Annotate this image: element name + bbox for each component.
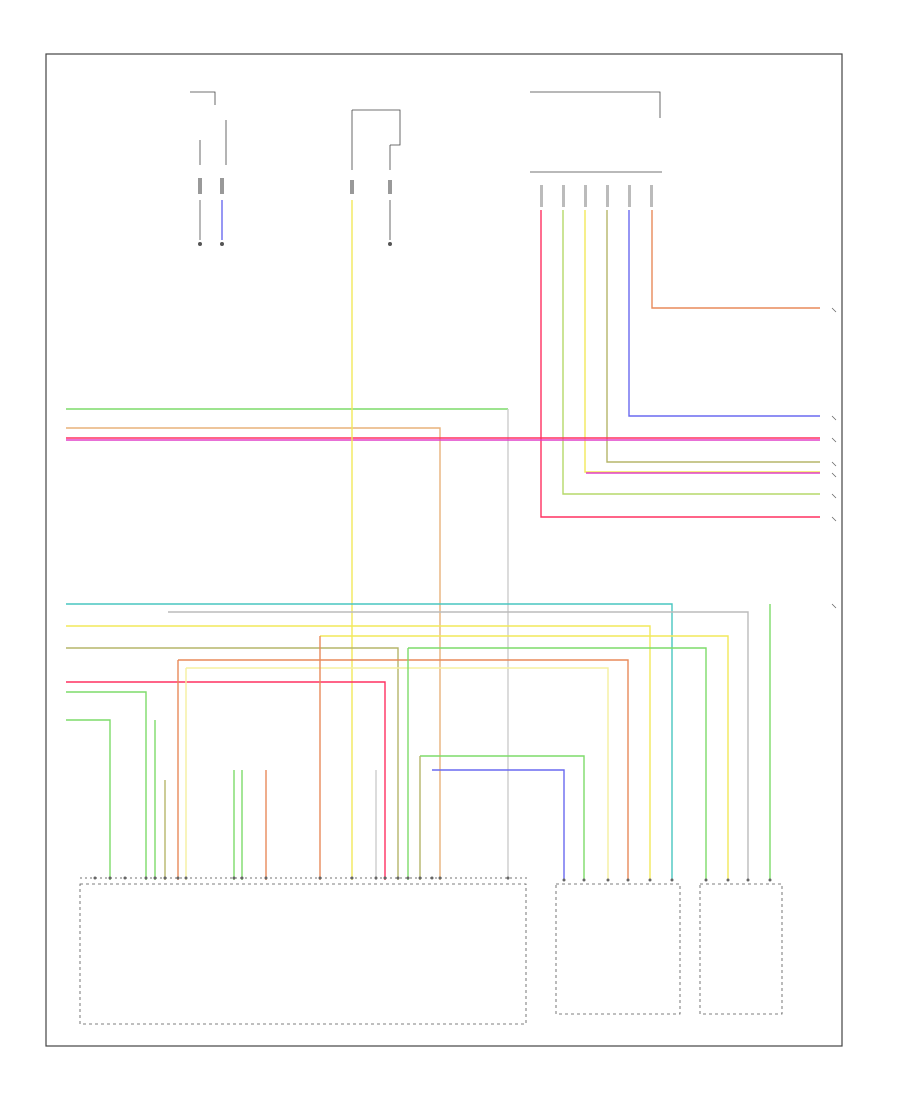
wire-green2-low bbox=[408, 647, 707, 880]
wire-top-right-2 bbox=[628, 210, 820, 417]
left-module-drops bbox=[154, 636, 421, 880]
wire-green3-low bbox=[66, 691, 147, 880]
top-left-connector bbox=[190, 91, 227, 246]
wire-yellow2-low bbox=[320, 635, 729, 880]
bottom-middle-module bbox=[555, 878, 681, 1015]
wire-cyan-low bbox=[66, 603, 673, 880]
wire-lightyellow-low bbox=[186, 667, 609, 880]
wire-top-right-5 bbox=[562, 210, 820, 495]
wire-blue-low bbox=[432, 769, 565, 880]
wire-top-right-1 bbox=[651, 210, 820, 309]
diagram-frame bbox=[45, 53, 843, 1047]
top-right-connector bbox=[530, 91, 662, 207]
wire-tan-mid bbox=[66, 427, 441, 880]
wire-green6-low bbox=[420, 755, 585, 880]
wire-orange-low bbox=[178, 659, 629, 880]
bottom-right-module bbox=[699, 878, 783, 1015]
top-middle-component bbox=[350, 109, 401, 246]
right-edge-terminals bbox=[831, 307, 837, 609]
wire-top-right-4 bbox=[584, 210, 820, 473]
bottom-left-module bbox=[79, 876, 530, 1025]
wire-top-right-6 bbox=[540, 210, 820, 518]
wire-olive-low bbox=[66, 647, 399, 880]
wire-yellow-low bbox=[66, 625, 651, 880]
wire-green4-low bbox=[66, 719, 111, 880]
wire-red-low bbox=[66, 681, 386, 880]
wire-gray-low bbox=[168, 611, 749, 880]
wire-top-right-3 bbox=[606, 210, 820, 463]
